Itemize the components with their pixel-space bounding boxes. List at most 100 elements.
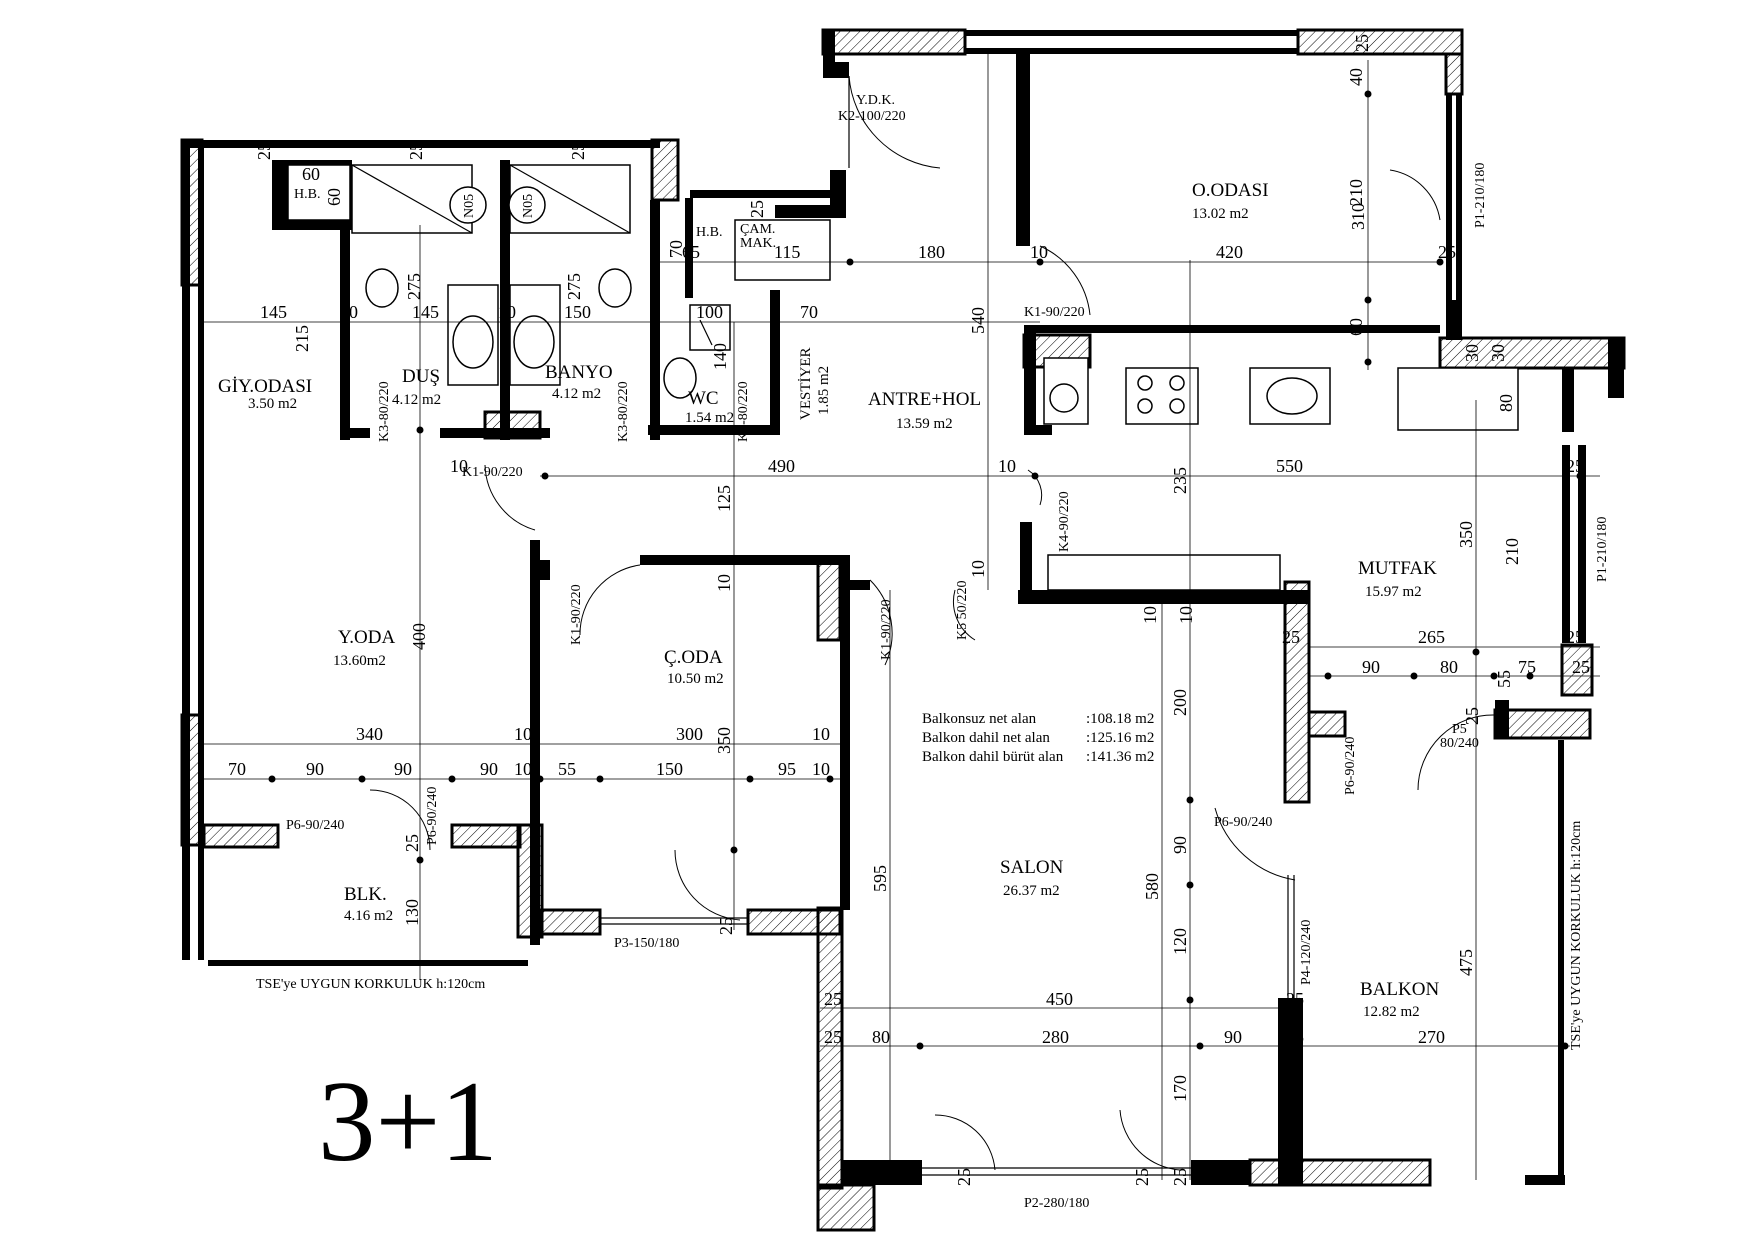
dim-label: 25 bbox=[1132, 1168, 1152, 1186]
dim-label: 125 bbox=[714, 485, 734, 512]
room-labels: GİY.ODASI 3.50 m2 DUŞ 4.12 m2 BANYO 4.12… bbox=[218, 180, 1439, 1020]
room-name-c-oda: Ç.ODA bbox=[664, 647, 723, 668]
door-p6-mutfak: P6-90/240 bbox=[1343, 737, 1358, 795]
room-name-y-oda: Y.ODA bbox=[338, 627, 395, 648]
dim-label: 170 bbox=[1170, 1075, 1190, 1102]
dim-label: 10 bbox=[812, 759, 830, 779]
dim-label: 25 bbox=[824, 989, 842, 1009]
dim-label: 10 bbox=[340, 302, 358, 322]
dim-label: 10 bbox=[450, 456, 468, 476]
room-area-vestiyer: 1.85 m2 bbox=[816, 366, 832, 415]
fixtures: N05 N05 ÇAM. MAK. H.B. H.B. bbox=[294, 164, 1519, 591]
door-k1-hol: K1-90/220 bbox=[1024, 305, 1085, 320]
room-area-salon: 26.37 m2 bbox=[1003, 883, 1060, 899]
dim-label: 25 bbox=[1170, 1168, 1190, 1186]
dim-label: 25 bbox=[254, 142, 274, 160]
room-name-banyo: BANYO bbox=[545, 362, 613, 383]
window-p1-top: P1-210/180 bbox=[1473, 163, 1488, 228]
dim-label: 70 bbox=[800, 302, 818, 322]
dim-label: 30 bbox=[1488, 344, 1508, 362]
door-ydk-title: Y.D.K. bbox=[856, 93, 895, 108]
door-ydk-code: K2-100/220 bbox=[838, 109, 906, 124]
counter-right bbox=[1397, 367, 1519, 431]
room-area-mutfak: 15.97 m2 bbox=[1365, 584, 1422, 600]
dim-label: 595 bbox=[870, 865, 890, 892]
dim-label: 235 bbox=[1170, 467, 1190, 494]
dim-label: 115 bbox=[774, 242, 800, 262]
dim-label: 40 bbox=[1346, 68, 1366, 86]
dim-label: 300 bbox=[676, 724, 703, 744]
dim-label: 10 bbox=[714, 574, 734, 592]
room-area-banyo: 4.12 m2 bbox=[552, 386, 601, 402]
window-p3: P3-150/180 bbox=[614, 936, 679, 951]
dim-label: 25 bbox=[1286, 989, 1304, 1009]
hb-wc-label: H.B. bbox=[696, 225, 722, 240]
dim-label: 475 bbox=[1456, 949, 1476, 976]
room-name-wc: WC bbox=[688, 388, 719, 409]
dim-label: 10 bbox=[1176, 606, 1196, 624]
room-area-blk: 4.16 m2 bbox=[344, 908, 393, 924]
door-k3-wc: K3-80/220 bbox=[736, 381, 751, 442]
dim-label: 80 bbox=[1496, 394, 1516, 412]
dim-label: 10 bbox=[514, 724, 532, 744]
cam-mak-label-2: MAK. bbox=[740, 236, 776, 251]
dim-label: 140 bbox=[710, 343, 730, 370]
room-area-wc: 1.54 m2 bbox=[685, 410, 734, 426]
room-area-giy-odasi: 3.50 m2 bbox=[248, 396, 297, 412]
dim-label: 540 bbox=[968, 307, 988, 334]
summary-label-1: Balkonsuz net alan bbox=[922, 711, 1037, 727]
dim-label: 150 bbox=[564, 302, 591, 322]
walls bbox=[180, 28, 1626, 1232]
dim-label: 350 bbox=[1456, 521, 1476, 548]
kitchen-island bbox=[1047, 554, 1281, 591]
room-name-mutfak: MUTFAK bbox=[1358, 558, 1437, 579]
door-k5: K5 50/220 bbox=[955, 581, 970, 641]
room-name-giy-odasi: GİY.ODASI bbox=[218, 376, 312, 397]
dim-label: 310 bbox=[1348, 203, 1368, 230]
dim-label: 90 bbox=[1362, 657, 1380, 677]
summary-label-3: Balkon dahil bürüt alan bbox=[922, 749, 1064, 765]
cam-mak-label-1: ÇAM. bbox=[740, 222, 775, 237]
stove-icon bbox=[1125, 367, 1199, 425]
dim-label: 10 bbox=[1030, 242, 1048, 262]
room-name-o-odasi: O.ODASI bbox=[1192, 180, 1269, 201]
room-area-c-oda: 10.50 m2 bbox=[667, 671, 724, 687]
dim-label: 55 bbox=[558, 759, 576, 779]
dim-label: 580 bbox=[1142, 873, 1162, 900]
window-p2: P2-280/180 bbox=[1024, 1196, 1089, 1211]
room-name-balkon: BALKON bbox=[1360, 979, 1439, 1000]
n05-label-1: N05 bbox=[462, 194, 477, 218]
door-p5-code: 80/240 bbox=[1440, 736, 1479, 751]
dim-label: 400 bbox=[409, 623, 429, 650]
door-p6-salon: P6-90/240 bbox=[1214, 815, 1272, 830]
dim-label: 95 bbox=[778, 759, 796, 779]
dim-label: 25 bbox=[568, 142, 588, 160]
door-p6-blk: P6-90/240 bbox=[286, 818, 344, 833]
dim-label: 25 bbox=[1462, 707, 1482, 725]
room-name-dus: DUŞ bbox=[402, 366, 440, 387]
dim-label: 25 bbox=[747, 200, 767, 218]
dim-label: 10 bbox=[498, 302, 516, 322]
dim-label: 25 bbox=[824, 1027, 842, 1047]
room-area-antre-hol: 13.59 m2 bbox=[896, 416, 953, 432]
dim-label: 90 bbox=[394, 759, 412, 779]
dim-label: 270 bbox=[1418, 1027, 1445, 1047]
plan-title: 3+1 bbox=[318, 1058, 498, 1185]
washing-machine-box bbox=[734, 219, 831, 281]
dim-label: 25 bbox=[402, 834, 422, 852]
summary-value-1: :108.18 m2 bbox=[1086, 711, 1154, 727]
dim-label: 10 bbox=[514, 759, 532, 779]
dim-label: 25 bbox=[954, 1168, 974, 1186]
summary-label-2: Balkon dahil net alan bbox=[922, 730, 1050, 746]
dim-label: 490 bbox=[768, 456, 795, 476]
room-name-blk: BLK. bbox=[344, 884, 387, 905]
door-k4: K4-90/220 bbox=[1057, 491, 1072, 552]
dim-label: 90 bbox=[1170, 836, 1190, 854]
dim-label: 550 bbox=[1276, 456, 1303, 476]
dim-label: 70 bbox=[228, 759, 246, 779]
dim-label-210a-shown: 210 bbox=[1346, 179, 1366, 206]
dim-label: 200 bbox=[1170, 689, 1190, 716]
room-name-salon: SALON bbox=[1000, 857, 1064, 878]
dimension-lines bbox=[200, 54, 1600, 1180]
